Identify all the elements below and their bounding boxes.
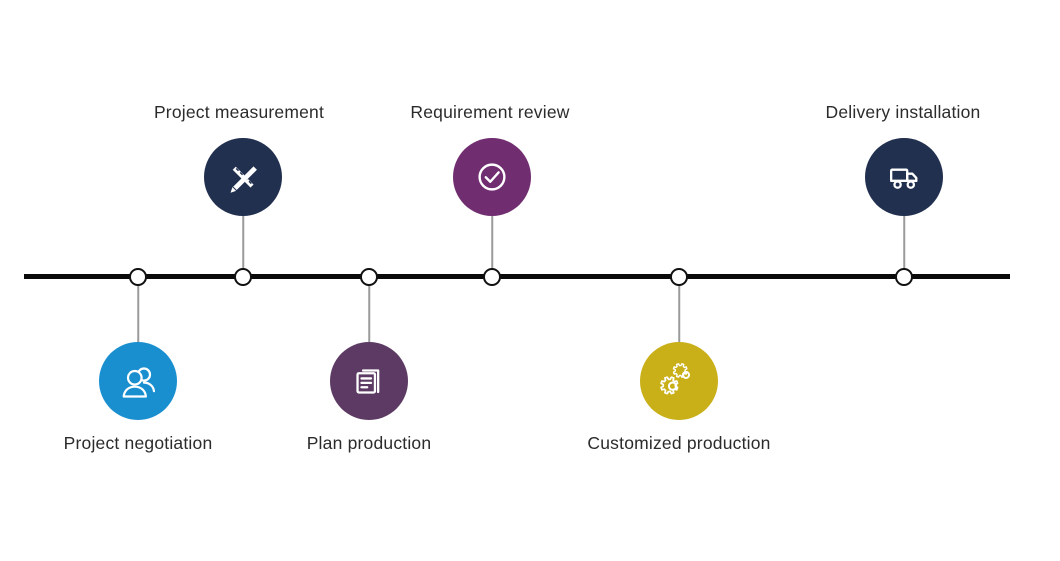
timeline-node-project-negotiation[interactable] <box>129 268 147 286</box>
connector-customized-production <box>678 281 680 342</box>
caption-plan-production: Plan production <box>306 433 432 453</box>
connector-project-measurement <box>242 216 244 274</box>
delivery-truck-icon <box>882 155 926 199</box>
gears-icon <box>657 359 701 403</box>
documents-icon <box>347 359 391 403</box>
icon-disc-plan-production[interactable] <box>330 342 408 420</box>
caption-delivery-installation: Delivery installation <box>825 102 981 122</box>
check-circle-icon <box>470 155 514 199</box>
people-group-icon <box>116 359 160 403</box>
timeline-axis <box>24 274 1010 279</box>
connector-delivery-installation <box>903 216 905 274</box>
timeline-node-delivery-installation[interactable] <box>895 268 913 286</box>
timeline-node-requirement-review[interactable] <box>483 268 501 286</box>
caption-project-negotiation: Project negotiation <box>63 433 213 453</box>
connector-requirement-review <box>491 216 493 274</box>
icon-disc-project-negotiation[interactable] <box>99 342 177 420</box>
caption-customized-production: Customized production <box>587 433 771 453</box>
caption-requirement-review: Requirement review <box>410 102 570 122</box>
connector-project-negotiation <box>137 281 139 342</box>
icon-disc-customized-production[interactable] <box>640 342 718 420</box>
timeline-node-plan-production[interactable] <box>360 268 378 286</box>
timeline-node-customized-production[interactable] <box>670 268 688 286</box>
icon-disc-delivery-installation[interactable] <box>865 138 943 216</box>
connector-plan-production <box>368 281 370 342</box>
icon-disc-requirement-review[interactable] <box>453 138 531 216</box>
pencil-ruler-icon <box>221 155 265 199</box>
caption-project-measurement: Project measurement <box>153 102 325 122</box>
timeline-node-project-measurement[interactable] <box>234 268 252 286</box>
icon-disc-project-measurement[interactable] <box>204 138 282 216</box>
